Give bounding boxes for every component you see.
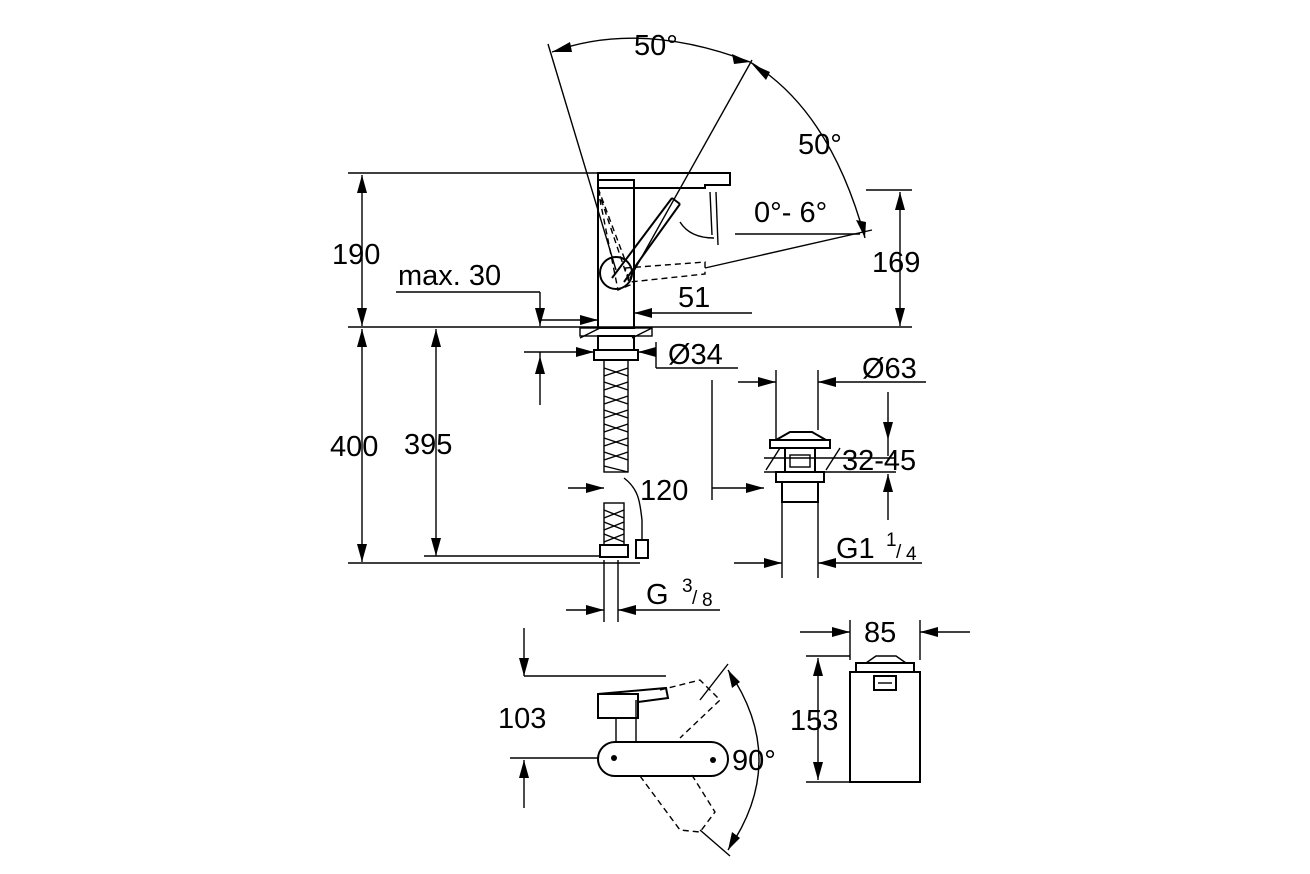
label-spout-height: 169 <box>872 247 920 279</box>
label-waste-thread: G1 <box>836 533 875 565</box>
label-top-offset: 103 <box>498 703 546 735</box>
label-thread-main-slash: / <box>692 588 698 609</box>
label-waste-thread-num: 1 <box>886 530 897 551</box>
label-thread-main-den: 8 <box>702 590 713 611</box>
label-box-width: 85 <box>864 617 896 649</box>
hose-upper <box>603 359 629 473</box>
label-waste-thread-slash: / <box>896 542 902 563</box>
label-spout-tilt: 0°- 6° <box>754 197 827 229</box>
waste-side-view <box>764 431 896 578</box>
label-hose-length: 395 <box>404 429 452 461</box>
faucet-top-view <box>597 679 729 833</box>
label-overall-height: 190 <box>332 239 380 271</box>
label-waste-range: 32-45 <box>842 445 916 477</box>
faucet-side-view <box>579 172 731 559</box>
label-tail-diameter: Ø34 <box>668 339 723 371</box>
control-box <box>849 655 921 783</box>
dimension-labels: 50° 50° 0°- 6° 190 169 max. 30 51 Ø34 40… <box>330 30 920 777</box>
arrowheads <box>357 42 938 850</box>
label-hose-length-total: 400 <box>330 431 378 463</box>
label-box-height: 153 <box>790 705 838 737</box>
label-spout-offset: 51 <box>678 282 710 314</box>
label-thread-main: G <box>646 579 669 611</box>
label-swivel-angle: 90° <box>732 745 776 777</box>
label-hose-extra: 120 <box>640 475 688 507</box>
label-waste-diameter: Ø63 <box>862 353 917 385</box>
label-lever-angle-left: 50° <box>634 30 678 62</box>
label-max-deck: max. 30 <box>398 260 501 292</box>
label-waste-thread-den: 4 <box>906 544 917 565</box>
label-lever-angle-right: 50° <box>798 129 842 161</box>
label-thread-main-num: 3 <box>682 576 693 597</box>
